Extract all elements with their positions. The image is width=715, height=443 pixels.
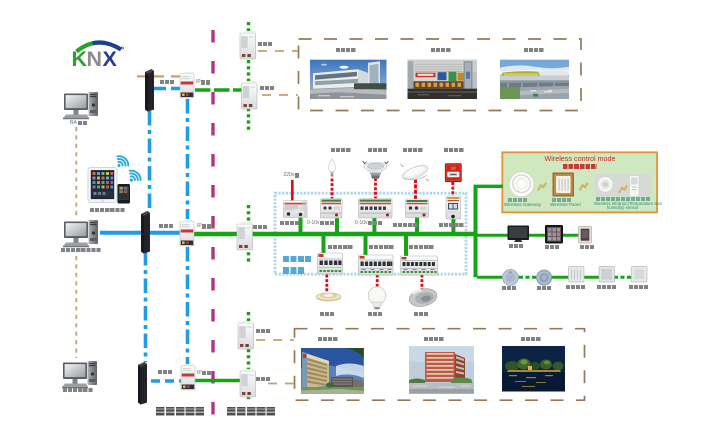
svg-text:N: N bbox=[87, 47, 103, 71]
svg-text:Wireless control mode: Wireless control mode bbox=[544, 154, 615, 163]
svg-text:K: K bbox=[72, 47, 88, 71]
svg-text:X: X bbox=[103, 47, 118, 71]
